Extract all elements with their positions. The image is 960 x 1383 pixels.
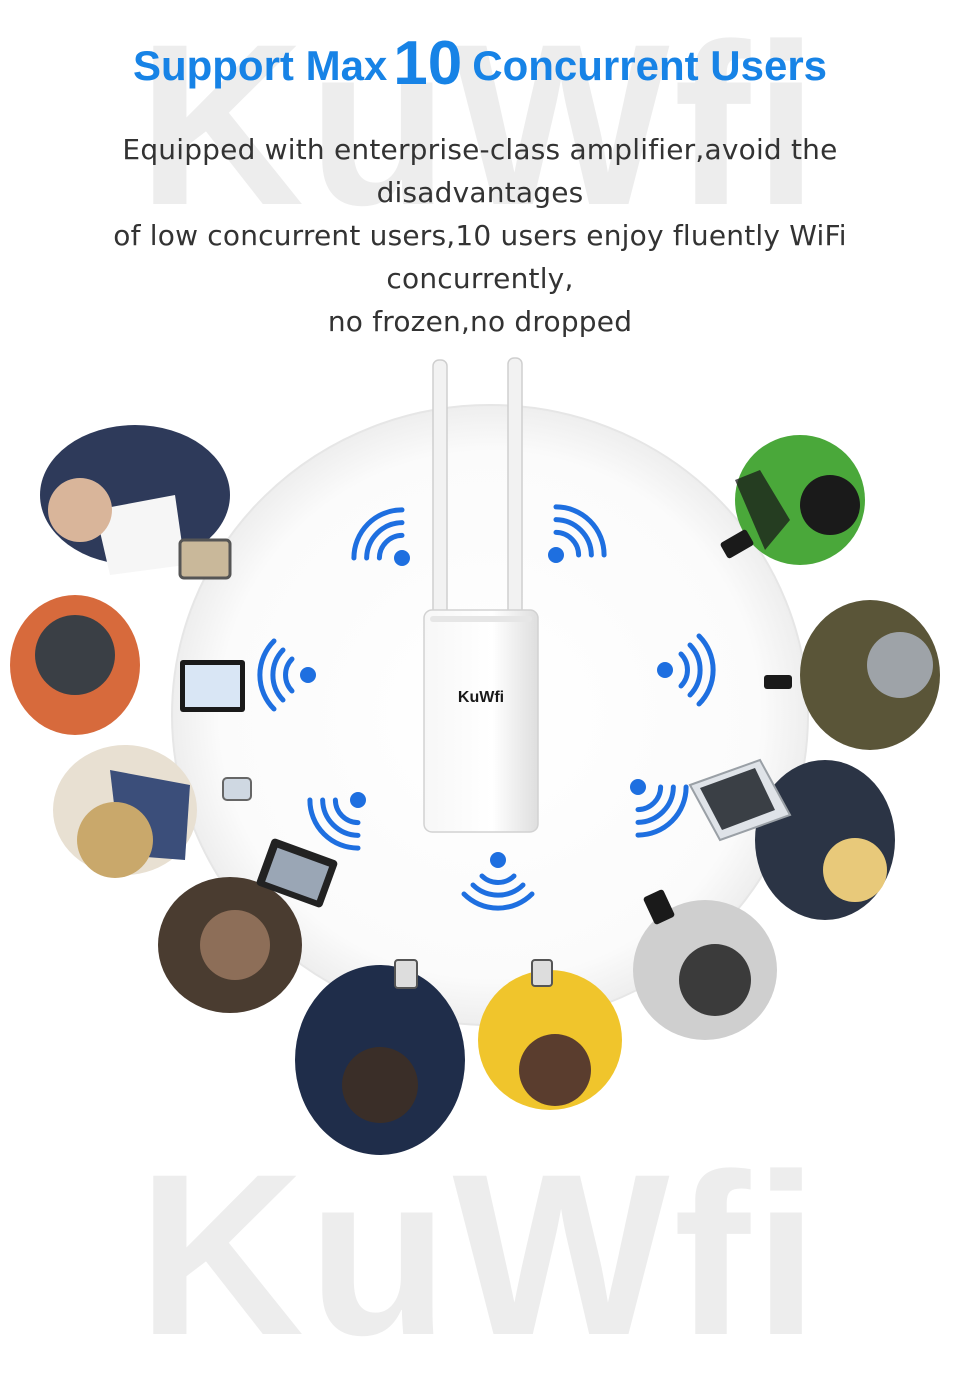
person-3 xyxy=(53,745,252,878)
router-icon: KuWfi xyxy=(423,357,539,833)
description: Equipped with enterprise-class amplifier… xyxy=(20,128,940,343)
title-prefix: Support Max xyxy=(132,42,388,89)
brand-watermark: KuWfi xyxy=(137,0,823,253)
person-6 xyxy=(478,959,622,1110)
wifi-signal-icon xyxy=(257,638,316,712)
title-suffix: Concurrent Users xyxy=(472,42,828,89)
wifi-signal-icon xyxy=(307,792,366,851)
person-8 xyxy=(688,758,895,920)
wifi-signal-icon xyxy=(461,852,535,911)
person-9 xyxy=(764,600,940,750)
antenna-left xyxy=(432,359,448,631)
router-brand-label: KuWfi xyxy=(458,689,504,706)
description-line-2: of low concurrent users,10 users enjoy f… xyxy=(113,219,847,295)
description-line-1: Equipped with enterprise-class amplifier… xyxy=(122,133,838,209)
person-7 xyxy=(633,889,777,1040)
person-1 xyxy=(40,425,232,580)
person-10 xyxy=(720,435,865,565)
router-body xyxy=(423,609,539,833)
wifi-signal-icon xyxy=(630,779,689,838)
meeting-illustration: KuWfi xyxy=(10,357,940,1155)
antenna-right xyxy=(507,357,523,631)
wifi-signal-icon xyxy=(351,507,410,566)
wifi-signal-icon xyxy=(548,504,607,563)
person-2 xyxy=(10,595,245,735)
description-line-3: no frozen,no dropped xyxy=(327,305,633,338)
title-number: 10 xyxy=(393,29,463,98)
person-5 xyxy=(295,959,465,1155)
person-4 xyxy=(158,838,338,1013)
brand-watermark-bottom: KuWfi xyxy=(137,1126,823,1383)
wifi-signal-icon xyxy=(657,633,716,707)
